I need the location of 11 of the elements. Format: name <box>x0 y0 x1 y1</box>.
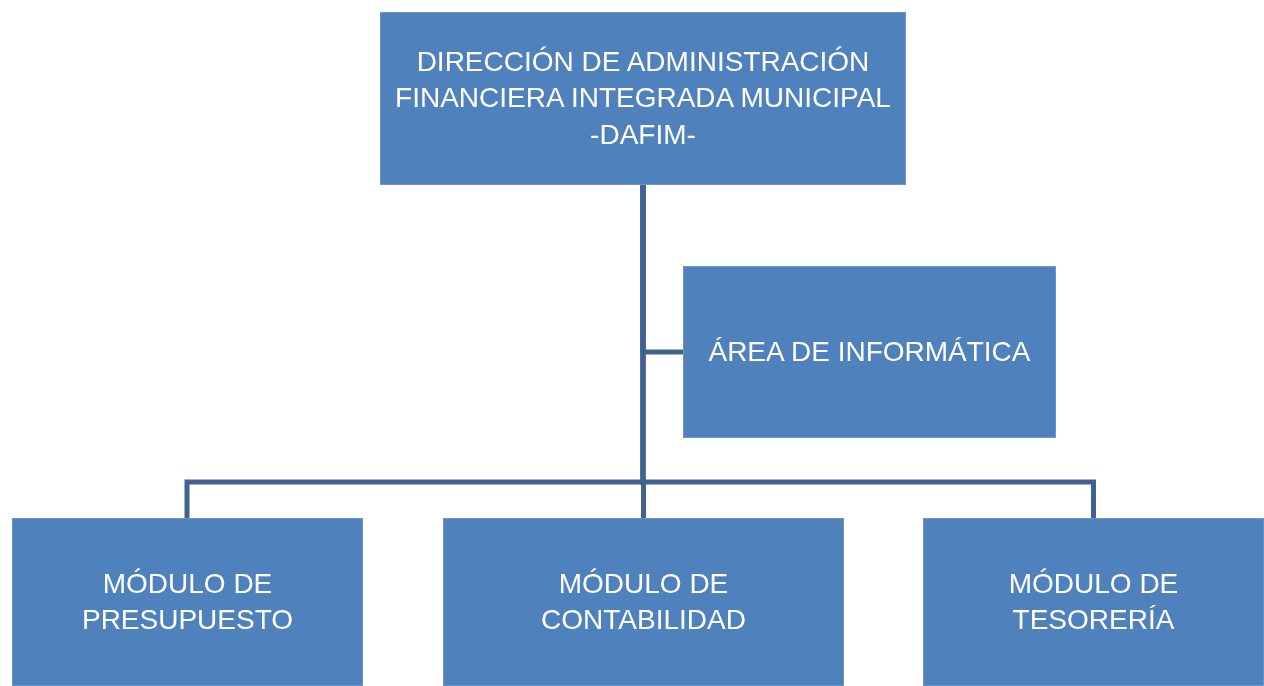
area-box <box>683 266 1056 438</box>
module-box <box>443 518 844 686</box>
box-label: DIRECCIÓN DE ADMINISTRACIÓN FINANCIERA INTEGRADA MUNICIPAL -DAFIM- <box>394 44 892 152</box>
box-label: MÓDULO DE TESORERÍA <box>1007 566 1180 637</box>
module-box <box>923 518 1264 686</box>
box-label: MÓDULO DE CONTABILIDAD <box>540 566 747 637</box>
connector-line <box>640 185 1096 518</box>
module-box <box>12 518 363 686</box>
box-label: ÁREA DE INFORMÁTICA <box>708 334 1031 369</box>
box-label: MÓDULO DE PRESUPUESTO <box>80 566 295 637</box>
department-box <box>380 12 906 185</box>
